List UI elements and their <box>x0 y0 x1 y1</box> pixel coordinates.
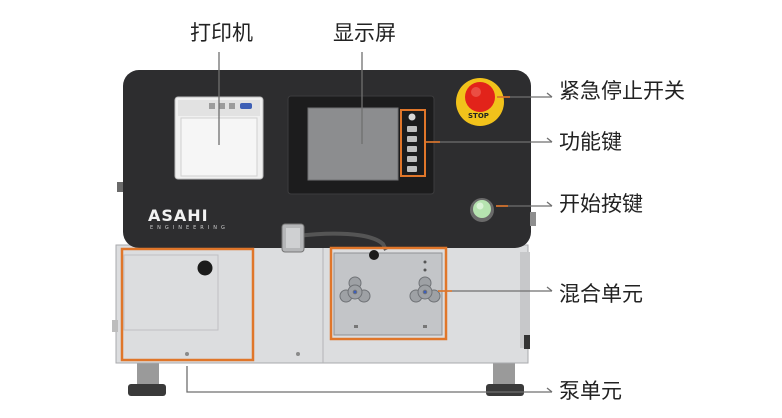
leader-lines <box>186 52 552 393</box>
stop-label: STOP <box>468 112 489 120</box>
printer-label: 打印机 <box>190 21 253 45</box>
display-screen <box>307 107 399 181</box>
pump-unit-label: 泵单元 <box>559 379 622 403</box>
start-button-label: 开始按键 <box>559 192 643 216</box>
left-foot <box>128 362 166 396</box>
mixing-unit-icon <box>333 250 443 336</box>
lower-body <box>115 244 529 364</box>
mixing-unit-highlight <box>329 246 448 341</box>
right-foot <box>486 362 524 396</box>
function-keys-label: 功能键 <box>559 130 622 154</box>
brand-sub-text: ENGINEERING <box>150 225 229 231</box>
pump-unit-highlight <box>120 247 255 362</box>
start-button-icon <box>470 198 494 222</box>
brand-logo-text: ASAHI <box>148 206 209 225</box>
display-label: 显示屏 <box>333 21 396 45</box>
emergency-stop-icon <box>456 78 504 126</box>
function-keys-icon <box>407 113 417 172</box>
mixing-unit-label: 混合单元 <box>559 282 643 306</box>
emergency-stop-label: 紧急停止开关 <box>559 79 685 103</box>
pump-port-icon <box>197 260 213 276</box>
function-keys-highlight <box>400 109 426 177</box>
